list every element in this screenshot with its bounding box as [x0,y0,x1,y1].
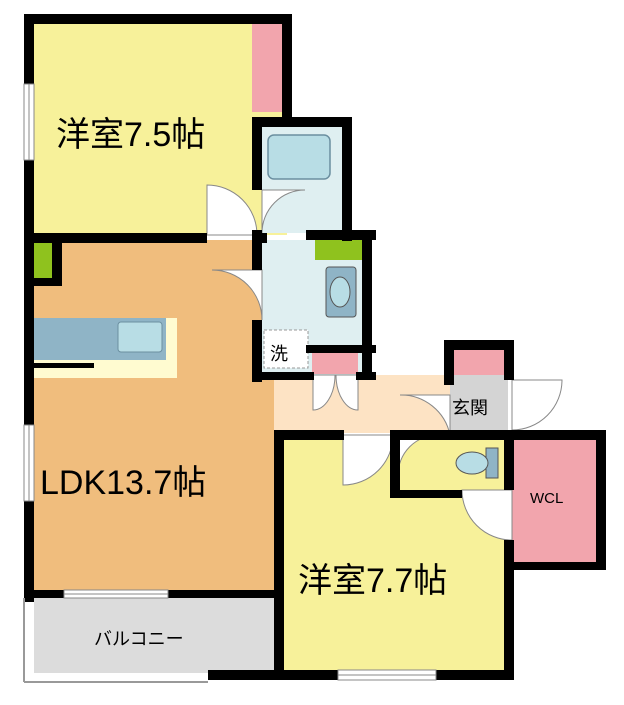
washer-space [263,329,309,369]
kitchen-edge [34,363,94,368]
label-ldk: LDK13.7帖 [40,464,206,502]
label-bedroom-lower: 洋室7.7帖 [298,562,447,600]
label-entrance: 玄関 [452,398,488,418]
door-bath [261,189,306,234]
kitchen-sink [117,321,163,353]
label-washroom: 洗 [270,344,288,364]
door-wcl [461,489,513,541]
door-bedroom-upper [206,184,258,236]
ldk-floor-lower [34,375,274,592]
wash-basin-bowl [329,276,351,308]
door-front [511,379,563,431]
label-wcl: WCL [530,490,563,507]
corridor-floor [274,375,450,433]
storage-green-left [34,240,52,278]
label-balcony: バルコニー [94,629,184,649]
door-ldk [211,269,263,321]
walls [24,14,606,680]
label-bedroom-upper: 洋室7.5帖 [56,116,205,154]
closet-upper [252,20,284,112]
bedroom-upper-floor [30,20,287,235]
toilet-bowl [455,451,489,475]
closet-door-right [335,374,359,411]
storage-green-wash [315,240,363,260]
balcony-floor [34,597,274,673]
corridor-closet [312,352,358,374]
closet-door-left [312,374,336,411]
wcl-floor [512,435,604,565]
bathtub [267,134,331,180]
